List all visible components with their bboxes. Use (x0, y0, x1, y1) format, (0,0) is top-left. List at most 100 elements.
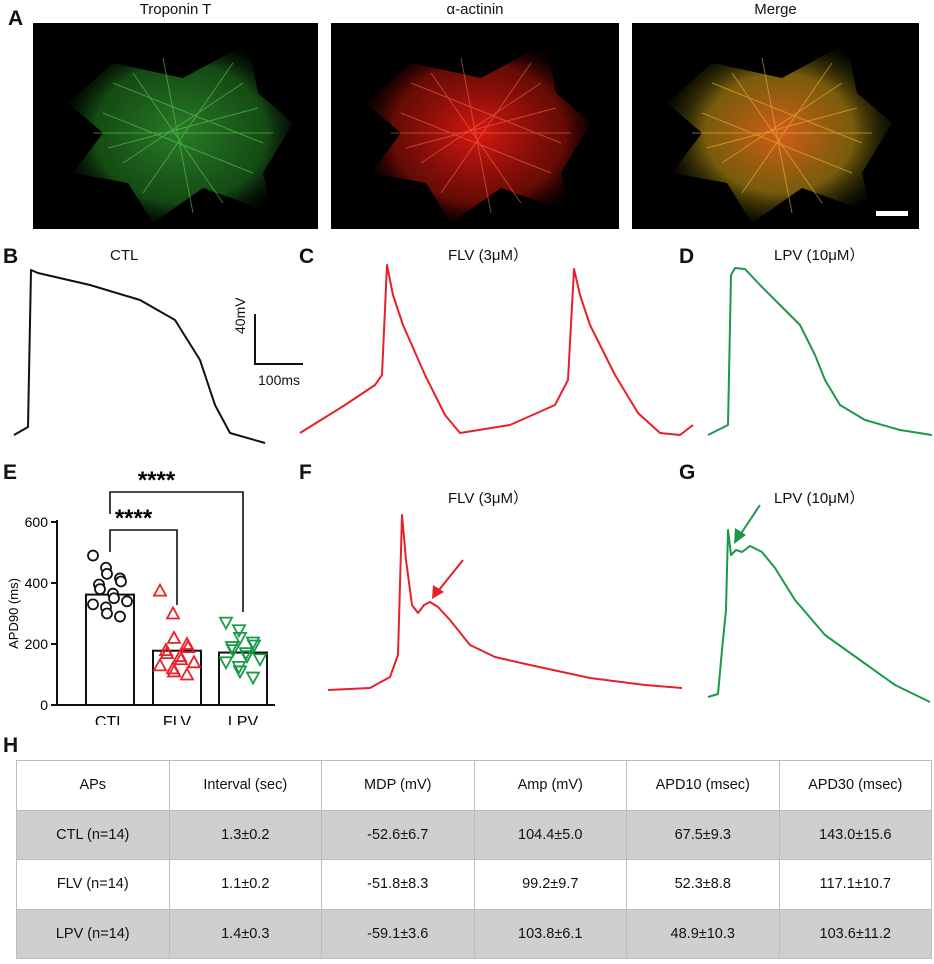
table-cell: -52.6±6.7 (321, 809, 475, 860)
micrograph-actinin (331, 23, 619, 229)
micrograph-title-troponin: Troponin T (139, 1, 212, 18)
data-point-lpv (239, 650, 255, 665)
trace-title-lpv-g: LPV (10μM） (774, 490, 865, 507)
data-point-flv (173, 651, 189, 666)
data-point-ctl (121, 595, 133, 608)
data-point-flv (152, 582, 168, 597)
scale-label-voltage: 40mV (232, 297, 248, 334)
table-cell: 117.1±10.7 (778, 859, 932, 910)
table-cell: 103.6±11.2 (778, 908, 932, 959)
data-point-flv (186, 654, 202, 669)
y-tick-label: 400 (25, 575, 49, 591)
micrograph-title-actinin: α-actinin (446, 1, 504, 18)
panel-label-c: C (299, 245, 315, 268)
y-tick-label: 200 (25, 636, 49, 652)
data-point-lpv (231, 624, 247, 639)
trace-ctl (13, 269, 266, 444)
trace-flv-f (327, 514, 683, 691)
table-cell: 1.4±0.3 (168, 908, 322, 959)
panel-label-e: E (3, 461, 18, 484)
trace-title-ctl: CTL (110, 247, 139, 264)
y-tick-label: 600 (25, 514, 49, 530)
data-point-flv (165, 605, 181, 620)
data-point-lpv (218, 616, 234, 631)
table-cell: 1.1±0.2 (168, 859, 322, 910)
table-cell: 103.8±6.1 (473, 908, 627, 959)
significance-bracket (109, 529, 178, 605)
data-point-ctl (87, 549, 99, 562)
trace-flv-c (299, 264, 694, 436)
table-cell: 48.9±10.3 (626, 908, 780, 959)
significance-bracket (109, 491, 244, 612)
significance-label: **** (138, 467, 176, 494)
table-cell: 1.3±0.2 (168, 809, 322, 860)
table-cell: -51.8±8.3 (321, 859, 475, 910)
bar-lpv (218, 651, 268, 706)
data-point-flv (180, 639, 196, 653)
panel-label-g: G (679, 461, 696, 484)
panel-label-a: A (8, 7, 24, 30)
significance-label: **** (115, 505, 153, 532)
data-point-ctl (114, 610, 126, 623)
trace-lpv-d (707, 267, 933, 436)
table-cell: CTL (n=14) (16, 809, 170, 860)
table-cell: 99.2±9.7 (473, 859, 627, 910)
y-axis-label: APD90 (ms) (6, 578, 21, 649)
table-row: LPV (n=14) 1.4±0.3 -59.1±3.6 103.8±6.1 4… (16, 908, 932, 959)
data-point-ctl (108, 592, 120, 605)
micrograph-merge (632, 23, 919, 229)
scale-bar (254, 314, 303, 365)
panel-label-b: B (3, 245, 19, 268)
table-cell: -59.1±3.6 (321, 908, 475, 959)
data-point-lpv (218, 656, 234, 671)
trace-lpv-g (707, 504, 931, 703)
table-header-cell: APD10 (msec) (626, 760, 780, 811)
trace-title-lpv-d: LPV (10μM） (774, 247, 865, 264)
trace-title-flv-f: FLV (3μM） (448, 490, 529, 507)
data-point-ctl (115, 575, 127, 588)
data-point-lpv (225, 644, 241, 658)
table-header-cell: Amp (mV) (473, 760, 627, 811)
table-header-cell: APs (16, 760, 170, 811)
table-header-cell: MDP (mV) (321, 760, 475, 811)
y-tick-label: 0 (40, 697, 48, 713)
table-cell: LPV (n=14) (16, 908, 170, 959)
table-cell: FLV (n=14) (16, 859, 170, 910)
table-header-row: APs Interval (sec) MDP (mV) Amp (mV) APD… (16, 760, 932, 811)
ap-parameters-table: APs Interval (sec) MDP (mV) Amp (mV) APD… (16, 760, 932, 959)
data-point-ctl (94, 583, 106, 596)
table-cell: 52.3±8.8 (626, 859, 780, 910)
table-row: FLV (n=14) 1.1±0.2 -51.8±8.3 99.2±9.7 52… (16, 859, 932, 910)
table-row: CTL (n=14) 1.3±0.2 -52.6±6.7 104.4±5.0 6… (16, 809, 932, 860)
panel-label-d: D (679, 245, 695, 268)
micrograph-troponin (33, 23, 318, 229)
x-tick-label-ctl: CTL (95, 714, 125, 725)
data-point-flv (152, 657, 168, 672)
table-cell: 104.4±5.0 (473, 809, 627, 860)
x-tick-label-lpv: LPV (228, 714, 259, 725)
data-point-ctl (101, 607, 113, 620)
data-point-flv (166, 663, 182, 678)
micrograph-title-merge: Merge (754, 1, 797, 18)
table-header-cell: Interval (sec) (168, 760, 322, 811)
table-header-cell: APD30 (msec) (778, 760, 932, 811)
scale-label-time: 100ms (258, 372, 301, 388)
table-cell: 67.5±9.3 (626, 809, 780, 860)
data-point-lpv (232, 632, 248, 646)
data-point-ctl (101, 567, 113, 580)
data-point-flv (179, 666, 195, 681)
x-tick-label-flv: FLV (163, 714, 191, 725)
trace-title-flv-c: FLV (3μM） (448, 247, 529, 264)
table-cell: 143.0±15.6 (778, 809, 932, 860)
data-point-lpv (232, 665, 248, 680)
data-point-ctl (87, 598, 99, 611)
data-point-lpv (231, 660, 247, 675)
data-point-flv (166, 630, 182, 644)
panel-label-h: H (3, 734, 19, 757)
panel-label-f: F (299, 461, 312, 484)
data-point-flv (159, 645, 175, 660)
data-point-lpv (252, 653, 268, 668)
data-point-lpv (246, 639, 262, 654)
data-point-lpv (245, 671, 261, 686)
